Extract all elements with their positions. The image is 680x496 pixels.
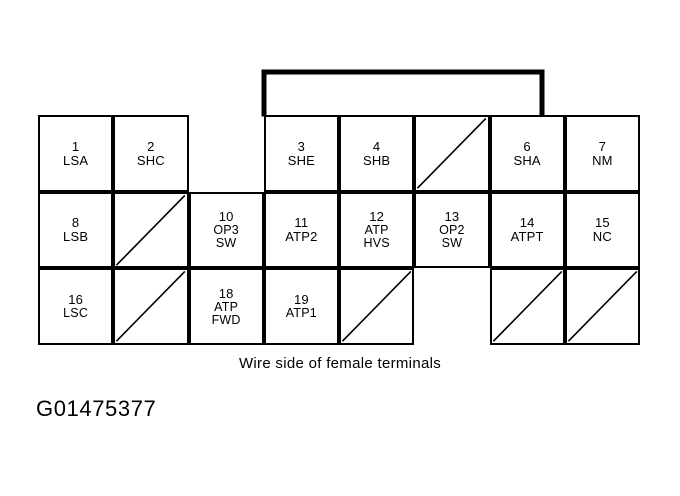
diagonal-slash-icon: [492, 270, 563, 343]
terminal-number: 6: [523, 138, 531, 154]
terminal-label: SHC: [136, 152, 165, 168]
terminal-label: SHB: [362, 152, 391, 168]
terminal-label: ATPT: [510, 229, 544, 245]
terminal-label: ATP HVS: [363, 223, 390, 251]
terminal-number: 4: [372, 138, 381, 154]
terminal-number: 7: [598, 138, 607, 154]
terminal-cell-unused: [113, 268, 189, 345]
terminal-number: 3: [297, 138, 306, 154]
terminal-number: 14: [519, 215, 535, 231]
terminal-number: 1: [71, 138, 80, 154]
terminal-cell-unused: [489, 268, 565, 345]
terminal-cell-unused: [339, 268, 415, 345]
diagonal-slash-icon: [115, 270, 186, 343]
terminal-number: 18: [218, 285, 234, 301]
terminal-number: 2: [147, 138, 155, 154]
terminal-number: 8: [71, 215, 80, 231]
terminal-label: NC: [592, 229, 612, 245]
terminal-number: 12: [369, 209, 385, 225]
figure-id: G01475377: [36, 396, 157, 421]
terminal-cell-unused: [564, 268, 640, 345]
terminal-label: SHE: [287, 152, 316, 168]
terminal-number: 13: [444, 209, 460, 225]
terminal-label: ATP FWD: [211, 300, 241, 327]
terminal-cell-unused: [113, 191, 189, 269]
terminal-number: 11: [294, 215, 309, 231]
terminal-label: LSA: [63, 152, 89, 168]
terminal-label: OP3 SW: [213, 223, 239, 251]
harness-bracket: [258, 66, 548, 118]
terminal-label: LSC: [63, 306, 89, 321]
terminal-cell-unused: [414, 115, 490, 192]
terminal-label: SHA: [513, 152, 541, 168]
terminal-label: NM: [592, 152, 613, 168]
terminal-label: OP2 SW: [439, 223, 465, 251]
diagonal-slash-icon: [115, 194, 186, 267]
terminal-label: ATP2: [285, 229, 318, 245]
terminal-label: LSB: [63, 229, 89, 245]
terminal-number: 16: [68, 292, 84, 308]
terminal-number: 15: [594, 215, 610, 231]
figure-caption: Wire side of female terminals: [238, 355, 442, 372]
diagonal-slash-icon: [416, 117, 487, 190]
terminal-number: 10: [218, 209, 234, 225]
diagonal-slash-icon: [341, 270, 412, 343]
terminal-label: ATP1: [285, 306, 317, 321]
terminal-number: 19: [293, 292, 309, 308]
diagonal-slash-icon: [567, 270, 638, 343]
